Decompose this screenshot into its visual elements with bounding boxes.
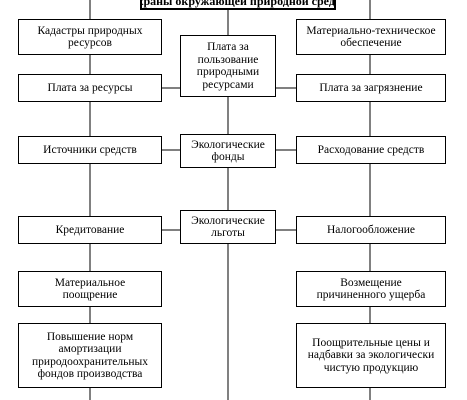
node-eco-funds: Экологические фонды bbox=[180, 134, 276, 168]
diagram-title: охраны окружающей природной среды bbox=[140, 0, 336, 10]
node-material-supply: Материально-техническое обеспечение bbox=[296, 19, 446, 55]
node-cadastres: Кадастры природных ресурсов bbox=[18, 19, 162, 55]
node-compensation: Возмещение причиненного ущерба bbox=[296, 271, 446, 307]
node-payment-pollution: Плата за загрязнение bbox=[296, 74, 446, 102]
node-sources: Источники средств bbox=[18, 136, 162, 164]
node-depreciation: Повышение норм амортизации природоохрани… bbox=[18, 323, 162, 388]
node-crediting: Кредитование bbox=[18, 216, 162, 244]
node-taxation: Налогообложение bbox=[296, 216, 446, 244]
node-payment-resources: Плата за ресурсы bbox=[18, 74, 162, 102]
node-eco-benefits: Экологические льготы bbox=[180, 210, 276, 244]
node-payment-use: Плата за пользование природными ресурсам… bbox=[180, 35, 276, 97]
node-spending: Расходование средств bbox=[296, 136, 446, 164]
node-material-incentive: Материальное поощрение bbox=[18, 271, 162, 307]
node-incentive-prices: Поощрительные цены и надбавки за экологи… bbox=[296, 323, 446, 388]
